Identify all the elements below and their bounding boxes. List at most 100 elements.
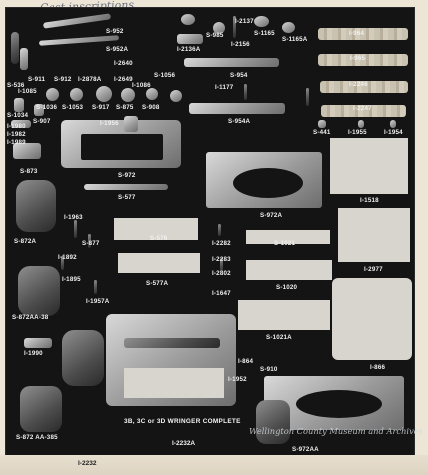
part-label: I-2802 xyxy=(212,270,231,277)
roller-part xyxy=(320,81,408,93)
part-label: S-441 xyxy=(313,129,331,136)
part-label: I-1989 xyxy=(7,139,26,146)
gear-housing xyxy=(20,386,62,432)
part-label: S-972AA xyxy=(292,446,319,453)
part-label: I-2282 xyxy=(212,240,231,247)
gear-part xyxy=(70,88,83,101)
part-label: S-972A xyxy=(260,212,283,219)
roller-part xyxy=(318,54,408,66)
part-label: I-1518 xyxy=(360,197,379,204)
part-label: I-1952 xyxy=(228,376,247,383)
gear-housing xyxy=(62,330,104,386)
part-label: S-872 AA-385 xyxy=(16,434,58,441)
knob-part xyxy=(181,14,195,25)
part-label: I-1086 xyxy=(132,82,151,89)
part-label: I-965 xyxy=(350,55,366,62)
part-label: I-1980 xyxy=(7,123,26,130)
pin-part xyxy=(318,120,326,128)
pin-part xyxy=(61,256,64,270)
part-label: S-911 xyxy=(28,76,46,83)
gear-part xyxy=(34,104,44,116)
part-label: I-864 xyxy=(238,358,254,365)
part-label: I-1647 xyxy=(212,290,231,297)
part-label: I-866 xyxy=(370,364,386,371)
part-label: I-1085 xyxy=(18,88,37,95)
bracket-part xyxy=(13,143,41,159)
part-label: S-536 xyxy=(7,82,25,89)
shield-part xyxy=(124,116,138,132)
gear-part xyxy=(46,88,59,101)
part-label: S-972 xyxy=(118,172,136,179)
roller-part xyxy=(318,28,408,40)
part-label: I-1956 xyxy=(100,120,119,127)
frame-opening xyxy=(296,390,382,418)
bar-part xyxy=(246,230,330,244)
part-label: I-2649 xyxy=(114,76,133,83)
part-label: I-2878A xyxy=(78,76,102,83)
part-label: S-577A xyxy=(146,280,169,287)
gear-part xyxy=(14,98,24,112)
part-label: S-908 xyxy=(142,104,160,111)
bar-part xyxy=(84,184,168,190)
frame-opening xyxy=(233,168,303,198)
part-label: I-1982 xyxy=(7,131,26,138)
tray-part xyxy=(118,253,200,273)
part-label: S-1021A xyxy=(266,334,292,341)
part-label: I-2137 xyxy=(235,18,254,25)
roller-part xyxy=(321,105,406,117)
part-label: S-1165 xyxy=(254,30,275,37)
gear-part xyxy=(121,88,135,102)
plate-part xyxy=(330,138,408,194)
part-label: S-1056 xyxy=(154,72,176,79)
part-label: S-954 xyxy=(230,72,248,79)
pin-part xyxy=(358,120,364,128)
part-label: I-2156 xyxy=(231,41,250,48)
part-label: I-2977 xyxy=(364,266,383,273)
gear-housing xyxy=(18,266,60,316)
part-label: S-872AA-38 xyxy=(12,314,49,321)
part-label: I-1963 xyxy=(64,214,83,221)
bracket-part xyxy=(11,120,31,128)
part-label: S-952 xyxy=(106,28,124,35)
part-label: S-872A xyxy=(14,238,37,245)
bar-part xyxy=(189,103,285,114)
part-label: I-1177 xyxy=(215,84,234,91)
plate-part xyxy=(338,208,410,262)
part-label: I-964 xyxy=(349,30,365,37)
watermark: Wellington County Museum and Archives xyxy=(249,426,423,436)
part-label: S-1021 xyxy=(274,240,296,247)
pin-part xyxy=(88,234,91,248)
handle-part xyxy=(38,35,120,46)
spring-part xyxy=(20,48,28,70)
part-label: I-1990 xyxy=(24,350,43,357)
handle-part xyxy=(11,32,19,64)
part-label: S-877 xyxy=(82,240,100,247)
wringer-apron xyxy=(124,368,224,398)
part-label: I-2283 xyxy=(212,256,231,263)
part-label: I-1954 xyxy=(384,129,403,136)
pin-part xyxy=(94,280,97,294)
part-label: I-2640 xyxy=(114,60,133,67)
plate-part xyxy=(332,278,412,360)
part-label: S-576 xyxy=(150,235,168,242)
parts-board: S-952 S-952A I-2137 S-985 S-1165 S-1165A… xyxy=(6,8,423,460)
bottom-part-label: I-2232 xyxy=(78,460,97,467)
gear-part xyxy=(96,86,112,102)
handle-part xyxy=(42,13,112,29)
part-label: S-1036 xyxy=(36,104,58,111)
part-label: S-577 xyxy=(118,194,136,201)
bolt-part xyxy=(233,16,236,38)
pin-part xyxy=(306,88,309,106)
part-label: S-912 xyxy=(54,76,72,83)
bottom-strip xyxy=(0,455,428,475)
gear-housing xyxy=(256,400,290,444)
part-label: I-2247 xyxy=(353,105,372,112)
pin-part xyxy=(220,258,223,272)
part-label: I-1955 xyxy=(348,129,367,136)
pin-part xyxy=(244,84,247,100)
bar-part xyxy=(184,58,279,67)
part-label: S-873 xyxy=(20,168,38,175)
wringer-caption: 3B, 3C or 3D WRINGER COMPLETE xyxy=(124,418,241,425)
knob-part xyxy=(282,22,295,33)
part-label: S-1034 xyxy=(7,112,29,119)
